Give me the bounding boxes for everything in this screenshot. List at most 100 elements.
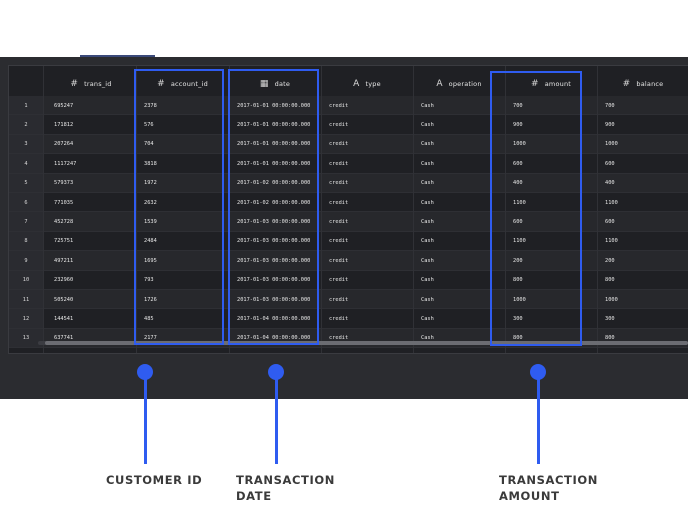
cell-amount[interactable]: 800 bbox=[513, 277, 523, 284]
header-trans-id[interactable]: #trans_id bbox=[46, 72, 136, 96]
cell-type[interactable]: credit bbox=[329, 257, 349, 264]
cell-account-id[interactable]: 1695 bbox=[144, 257, 157, 264]
cell-account-id[interactable]: 793 bbox=[144, 277, 154, 284]
cell-account-id[interactable]: 485 bbox=[144, 315, 154, 322]
cell-amount[interactable]: 200 bbox=[513, 257, 523, 264]
cell-operation[interactable]: Cash bbox=[421, 199, 434, 206]
cell-operation[interactable]: Cash bbox=[421, 180, 434, 187]
cell-account-id[interactable]: 3818 bbox=[144, 160, 157, 167]
cell-trans-id[interactable]: 637741 bbox=[54, 335, 74, 342]
cell-date[interactable]: 2017-01-01 00:00:00.000 bbox=[237, 121, 311, 128]
cell-type[interactable]: credit bbox=[329, 160, 349, 167]
cell-account-id[interactable]: 704 bbox=[144, 141, 154, 148]
cell-amount[interactable]: 300 bbox=[513, 315, 523, 322]
horizontal-scrollbar-thumb[interactable] bbox=[45, 341, 688, 345]
cell-date[interactable]: 2017-01-03 00:00:00.000 bbox=[237, 296, 311, 303]
cell-amount[interactable]: 700 bbox=[513, 102, 523, 109]
cell-amount[interactable]: 900 bbox=[513, 121, 523, 128]
cell-date[interactable]: 2017-01-03 00:00:00.000 bbox=[237, 257, 311, 264]
cell-operation[interactable]: Cash bbox=[421, 121, 434, 128]
cell-type[interactable]: credit bbox=[329, 296, 349, 303]
cell-type[interactable]: credit bbox=[329, 180, 349, 187]
cell-date[interactable]: 2017-01-03 00:00:00.000 bbox=[237, 277, 311, 284]
cell-date[interactable]: 2017-01-02 00:00:00.000 bbox=[237, 199, 311, 206]
cell-account-id[interactable]: 2484 bbox=[144, 238, 157, 245]
header-date[interactable]: ▦date bbox=[229, 72, 321, 96]
cell-account-id[interactable]: 1539 bbox=[144, 218, 157, 225]
cell-trans-id[interactable]: 695247 bbox=[54, 102, 74, 109]
cell-account-id[interactable]: 1972 bbox=[144, 180, 157, 187]
cell-date[interactable]: 2017-01-04 00:00:00.000 bbox=[237, 315, 311, 322]
cell-trans-id[interactable]: 171812 bbox=[54, 121, 74, 128]
cell-operation[interactable]: Cash bbox=[421, 218, 434, 225]
cell-trans-id[interactable]: 497211 bbox=[54, 257, 74, 264]
cell-balance[interactable]: 300 bbox=[605, 315, 615, 322]
cell-type[interactable]: credit bbox=[329, 102, 349, 109]
cell-type[interactable]: credit bbox=[329, 315, 349, 322]
cell-type[interactable]: credit bbox=[329, 335, 349, 342]
cell-account-id[interactable]: 576 bbox=[144, 121, 154, 128]
cell-operation[interactable]: Cash bbox=[421, 296, 434, 303]
cell-amount[interactable]: 600 bbox=[513, 160, 523, 167]
cell-trans-id[interactable]: 232960 bbox=[54, 277, 74, 284]
cell-trans-id[interactable]: 452728 bbox=[54, 218, 74, 225]
header-balance[interactable]: #balance bbox=[597, 72, 688, 96]
cell-type[interactable]: credit bbox=[329, 277, 349, 284]
cell-date[interactable]: 2017-01-03 00:00:00.000 bbox=[237, 238, 311, 245]
cell-date[interactable]: 2017-01-01 00:00:00.000 bbox=[237, 160, 311, 167]
cell-type[interactable]: credit bbox=[329, 141, 349, 148]
cell-balance[interactable]: 1100 bbox=[605, 199, 618, 206]
cell-amount[interactable]: 1000 bbox=[513, 141, 526, 148]
cell-balance[interactable]: 200 bbox=[605, 257, 615, 264]
cell-operation[interactable]: Cash bbox=[421, 141, 434, 148]
header-account-id[interactable]: #account_id bbox=[136, 72, 229, 96]
cell-operation[interactable]: Cash bbox=[421, 315, 434, 322]
cell-amount[interactable]: 1100 bbox=[513, 238, 526, 245]
cell-account-id[interactable]: 1726 bbox=[144, 296, 157, 303]
cell-balance[interactable]: 1000 bbox=[605, 296, 618, 303]
cell-trans-id[interactable]: 1117247 bbox=[54, 160, 77, 167]
cell-balance[interactable]: 1100 bbox=[605, 238, 618, 245]
cell-balance[interactable]: 800 bbox=[605, 335, 615, 342]
cell-balance[interactable]: 900 bbox=[605, 121, 615, 128]
cell-operation[interactable]: Cash bbox=[421, 102, 434, 109]
cell-amount[interactable]: 400 bbox=[513, 180, 523, 187]
cell-type[interactable]: credit bbox=[329, 238, 349, 245]
cell-balance[interactable]: 700 bbox=[605, 102, 615, 109]
cell-trans-id[interactable]: 144541 bbox=[54, 315, 74, 322]
header-amount[interactable]: #amount bbox=[505, 72, 597, 96]
cell-trans-id[interactable]: 505240 bbox=[54, 296, 74, 303]
cell-type[interactable]: credit bbox=[329, 199, 349, 206]
cell-balance[interactable]: 800 bbox=[605, 277, 615, 284]
cell-operation[interactable]: Cash bbox=[421, 277, 434, 284]
cell-balance[interactable]: 1000 bbox=[605, 141, 618, 148]
cell-operation[interactable]: Cash bbox=[421, 335, 434, 342]
cell-date[interactable]: 2017-01-04 00:00:00.000 bbox=[237, 335, 311, 342]
cell-trans-id[interactable]: 725751 bbox=[54, 238, 74, 245]
cell-date[interactable]: 2017-01-01 00:00:00.000 bbox=[237, 102, 311, 109]
cell-type[interactable]: credit bbox=[329, 121, 349, 128]
cell-type[interactable]: credit bbox=[329, 218, 349, 225]
cell-balance[interactable]: 400 bbox=[605, 180, 615, 187]
cell-trans-id[interactable]: 771035 bbox=[54, 199, 74, 206]
cell-operation[interactable]: Cash bbox=[421, 238, 434, 245]
cell-account-id[interactable]: 2378 bbox=[144, 102, 157, 109]
cell-amount[interactable]: 1000 bbox=[513, 296, 526, 303]
cell-operation[interactable]: Cash bbox=[421, 257, 434, 264]
cell-date[interactable]: 2017-01-02 00:00:00.000 bbox=[237, 180, 311, 187]
